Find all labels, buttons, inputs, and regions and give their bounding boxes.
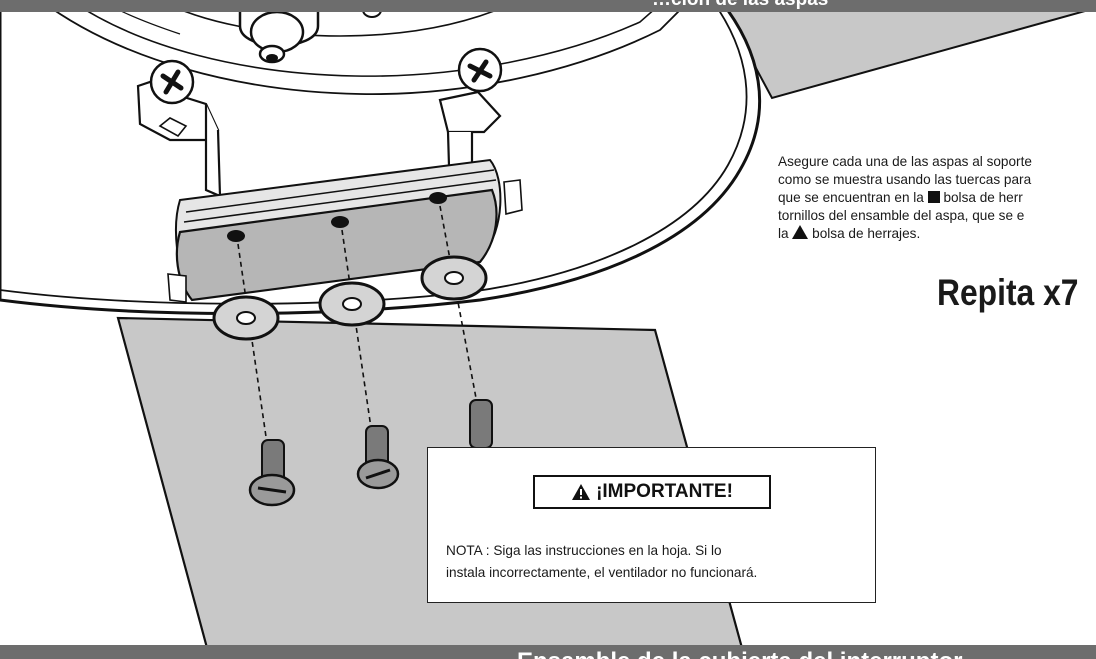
guide-lines — [237, 205, 483, 479]
next-section-bar: Ensamble de la cubierta del interruptor… — [0, 645, 1096, 659]
blade-bracket — [167, 158, 523, 303]
section-header-title: …ción de las aspas — [652, 0, 828, 11]
screw-heads — [149, 47, 503, 105]
section-header-bar: …ción de las aspas — [0, 0, 1096, 12]
instructions-line-4: tornillos del ensamble del aspa, que se … — [778, 208, 1025, 223]
square-icon — [927, 191, 940, 203]
important-note: NOTA : Siga las instrucciones en la hoja… — [446, 540, 871, 584]
next-section-title: Ensamble de la cubierta del interruptor… — [517, 648, 986, 659]
important-title-frame: ¡IMPORTANTE! — [533, 475, 771, 509]
triangle-icon — [792, 225, 809, 239]
important-notice-box: ¡IMPORTANTE! NOTA : Siga las instruccion… — [427, 447, 876, 603]
instructions-line-3-start: que se encuentran en la — [778, 190, 924, 205]
important-title: ¡IMPORTANTE! — [596, 481, 733, 502]
warning-icon — [572, 484, 591, 500]
instructions-line-3-end: bolsa de herr — [943, 190, 1023, 205]
important-note-line-1: NOTA : Siga las instrucciones en la hoja… — [446, 543, 722, 558]
washers — [212, 255, 488, 341]
bolts — [248, 399, 493, 507]
instructions-line-2: como se muestra usando las tuercas para — [778, 172, 1032, 187]
instructions-line-5-end: bolsa de herrajes. — [812, 226, 921, 241]
instructions-line-1: Asegure cada una de las aspas al soporte — [778, 154, 1032, 169]
instructions-line-5-start: la — [778, 226, 789, 241]
instructions-text: Asegure cada una de las aspas al soporte… — [778, 153, 1096, 243]
important-note-line-2: instala incorrectamente, el ventilador n… — [446, 565, 758, 580]
instructions-line-3: que se encuentran en la bolsa de herr — [778, 189, 1096, 207]
repeat-label: Repita x7 — [937, 272, 1079, 313]
instructions-line-5: la bolsa de herrajes. — [778, 225, 1096, 243]
